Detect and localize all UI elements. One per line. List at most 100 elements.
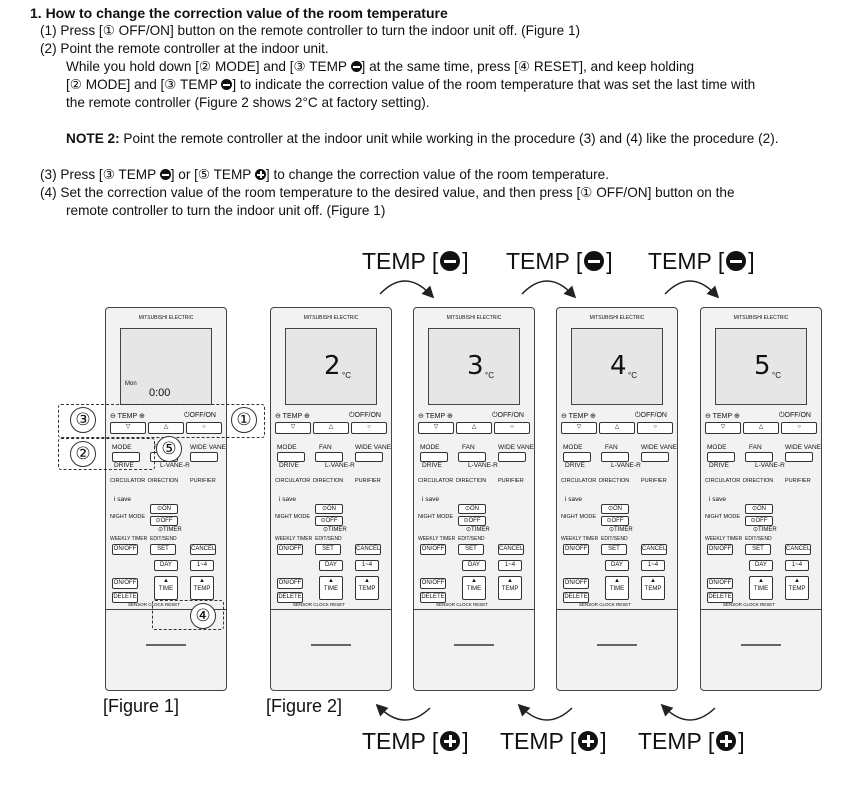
temp-down-button[interactable]: ▽ — [275, 422, 311, 434]
set-button[interactable]: SET — [458, 544, 484, 555]
set-button[interactable]: SET — [150, 544, 176, 555]
weekly-onoff-button[interactable]: ON/OFF — [420, 544, 446, 555]
day-button[interactable]: DAY — [749, 560, 773, 571]
fan-button[interactable] — [745, 452, 773, 462]
mode-button[interactable] — [707, 452, 735, 462]
night-mode-label: NIGHT MODE — [275, 514, 311, 520]
text-part: ] to change the correction value of the … — [265, 167, 609, 182]
mode-button[interactable] — [112, 452, 140, 462]
temp-button[interactable]: ▲TEMP — [498, 576, 522, 600]
offon-button-label: ⏻OFF/ON — [184, 412, 216, 419]
time-button[interactable]: ▲TIME — [154, 576, 178, 600]
wide-vane-label: WIDE VANE — [190, 444, 226, 451]
set-button[interactable]: SET — [315, 544, 341, 555]
temp-button[interactable]: ▲TEMP — [641, 576, 665, 600]
offon-button[interactable]: ○ — [494, 422, 530, 434]
set-button[interactable]: SET — [601, 544, 627, 555]
time-button[interactable]: ▲TIME — [749, 576, 773, 600]
mode-button[interactable] — [563, 452, 591, 462]
temp-up-button[interactable]: △ — [599, 422, 635, 434]
callout-number: ② — [70, 441, 96, 467]
fan-button[interactable] — [601, 452, 629, 462]
fan-button[interactable] — [315, 452, 343, 462]
temp-down-button[interactable]: ▽ — [561, 422, 597, 434]
temp-up-button[interactable]: △ — [456, 422, 492, 434]
offon-button-label: ⏻OFF/ON — [492, 412, 524, 419]
temp-button[interactable]: ▲TEMP — [355, 576, 379, 600]
temp-up-button[interactable]: △ — [743, 422, 779, 434]
temp-button[interactable]: ▲TEMP — [785, 576, 809, 600]
timer-off-button[interactable]: ⊙OFF — [315, 516, 343, 526]
time-button[interactable]: ▲TIME — [319, 576, 343, 600]
day-button[interactable]: DAY — [154, 560, 178, 571]
onoff-button[interactable]: ON/OFF — [112, 578, 138, 589]
brand-logo: MITSUBISHI ELECTRIC — [733, 315, 789, 321]
timer-on-button[interactable]: ⊙ON — [458, 504, 486, 514]
timer-off-button[interactable]: ⊙OFF — [150, 516, 178, 526]
timer-off-button[interactable]: ⊙OFF — [601, 516, 629, 526]
cancel-button[interactable]: CANCEL — [355, 544, 381, 555]
range-button[interactable]: 1~4 — [355, 560, 379, 571]
cancel-button[interactable]: CANCEL — [641, 544, 667, 555]
delete-button[interactable]: DELETE — [420, 592, 446, 603]
timer-off-button[interactable]: ⊙OFF — [458, 516, 486, 526]
wide-vane-button[interactable] — [498, 452, 526, 462]
onoff-button[interactable]: ON/OFF — [420, 578, 446, 589]
delete-button[interactable]: DELETE — [563, 592, 589, 603]
fan-button[interactable] — [458, 452, 486, 462]
day-button[interactable]: DAY — [462, 560, 486, 571]
offon-button-label: ⏻OFF/ON — [635, 412, 667, 419]
offon-button[interactable]: ○ — [781, 422, 817, 434]
offon-button[interactable]: ○ — [186, 422, 222, 434]
set-button[interactable]: SET — [745, 544, 771, 555]
timer-on-button[interactable]: ⊙ON — [601, 504, 629, 514]
isave-label: i save — [279, 496, 296, 503]
weekly-onoff-button[interactable]: ON/OFF — [112, 544, 138, 555]
timer-on-button[interactable]: ⊙ON — [150, 504, 178, 514]
wide-vane-button[interactable] — [355, 452, 383, 462]
timer-on-button[interactable]: ⊙ON — [315, 504, 343, 514]
lcd-unit: °C — [772, 371, 781, 380]
weekly-onoff-button[interactable]: ON/OFF — [277, 544, 303, 555]
time-button[interactable]: ▲TIME — [605, 576, 629, 600]
wide-vane-button[interactable] — [190, 452, 218, 462]
delete-button[interactable]: DELETE — [112, 592, 138, 603]
delete-button[interactable]: DELETE — [707, 592, 733, 603]
weekly-onoff-button[interactable]: ON/OFF — [563, 544, 589, 555]
lvane-label: L-VANE-R — [468, 462, 498, 469]
mode-button[interactable] — [420, 452, 448, 462]
cancel-button[interactable]: CANCEL — [498, 544, 524, 555]
timer-on-button[interactable]: ⊙ON — [745, 504, 773, 514]
onoff-button[interactable]: ON/OFF — [707, 578, 733, 589]
range-button[interactable]: 1~4 — [641, 560, 665, 571]
day-button[interactable]: DAY — [319, 560, 343, 571]
offon-button[interactable]: ○ — [637, 422, 673, 434]
onoff-button[interactable]: ON/OFF — [563, 578, 589, 589]
mode-button[interactable] — [277, 452, 305, 462]
temp-up-button[interactable]: △ — [313, 422, 349, 434]
wide-vane-button[interactable] — [785, 452, 813, 462]
temp-up-button[interactable]: △ — [148, 422, 184, 434]
range-button[interactable]: 1~4 — [498, 560, 522, 571]
cancel-button[interactable]: CANCEL — [190, 544, 216, 555]
step-1: (1) Press [① OFF/ON] button on the remot… — [40, 23, 581, 38]
temp-down-button[interactable]: ▽ — [418, 422, 454, 434]
timer-off-button[interactable]: ⊙OFF — [745, 516, 773, 526]
cancel-button[interactable]: CANCEL — [785, 544, 811, 555]
range-button[interactable]: 1~4 — [190, 560, 214, 571]
temp-button[interactable]: ▲TEMP — [190, 576, 214, 600]
wide-vane-button[interactable] — [641, 452, 669, 462]
bracket: ] — [748, 248, 755, 274]
lcd-day: Mon — [125, 381, 137, 387]
range-button[interactable]: 1~4 — [785, 560, 809, 571]
offon-button[interactable]: ○ — [351, 422, 387, 434]
day-button[interactable]: DAY — [605, 560, 629, 571]
temp-down-button[interactable]: ▽ — [110, 422, 146, 434]
weekly-onoff-button[interactable]: ON/OFF — [707, 544, 733, 555]
delete-button[interactable]: DELETE — [277, 592, 303, 603]
onoff-button[interactable]: ON/OFF — [277, 578, 303, 589]
time-button[interactable]: ▲TIME — [462, 576, 486, 600]
lcd-screen: 3°C — [428, 328, 520, 405]
temp-down-button[interactable]: ▽ — [705, 422, 741, 434]
